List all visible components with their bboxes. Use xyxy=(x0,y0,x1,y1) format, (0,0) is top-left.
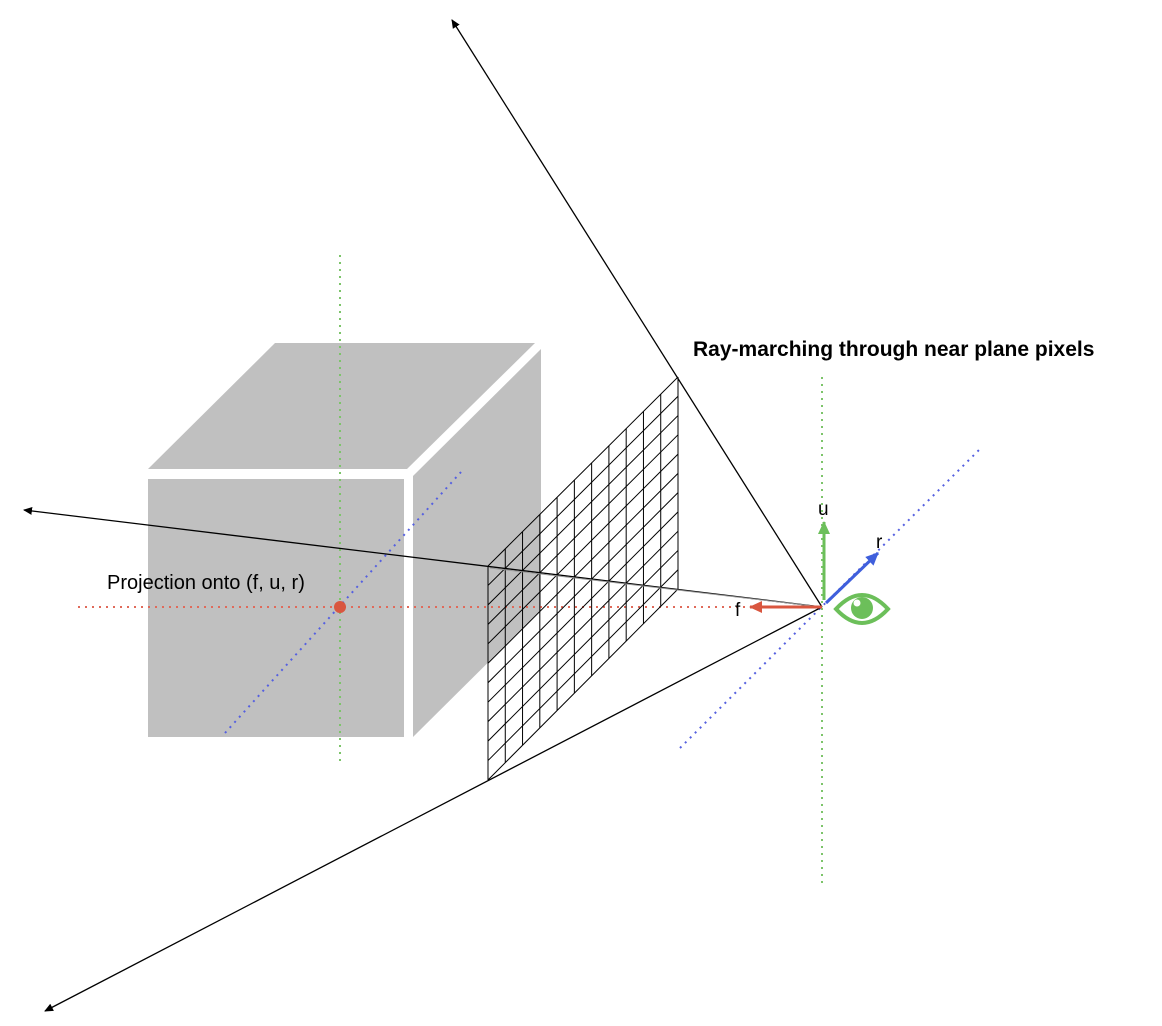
up-axis-label: u xyxy=(818,499,829,520)
projection-point xyxy=(334,601,346,613)
forward-axis-label: f xyxy=(735,600,741,621)
grid-row-line xyxy=(487,415,679,606)
grid-row-line xyxy=(487,588,679,781)
near-plane-grid xyxy=(487,376,679,781)
eye-diagonal-guide xyxy=(679,446,983,749)
frustum-left-ray xyxy=(23,506,823,608)
grid-row-line xyxy=(487,492,679,684)
frustum-bottom-ray xyxy=(44,606,823,1012)
grid-row-line xyxy=(487,569,679,761)
grid-row-line xyxy=(487,395,679,586)
grid-row-line xyxy=(487,550,679,742)
grid-row-line xyxy=(487,434,679,625)
cube-right-face xyxy=(413,349,541,737)
grid-row-line xyxy=(487,376,679,567)
right-vector xyxy=(824,551,880,605)
projection-label: Projection onto (f, u, r) xyxy=(107,572,305,594)
eye-icon xyxy=(833,593,891,625)
cube-top-face xyxy=(148,343,535,469)
grid-row-line xyxy=(487,530,679,722)
camera-basis xyxy=(749,521,880,613)
right-axis-label: r xyxy=(876,532,883,553)
grid-row-line xyxy=(487,511,679,703)
grid-row-line xyxy=(487,453,679,645)
frustum xyxy=(23,19,823,1012)
frustum-top-ray xyxy=(451,19,823,608)
grid-row-line xyxy=(487,473,679,664)
frustum-gray-ray xyxy=(489,567,823,608)
cube xyxy=(148,343,541,737)
diagram-title: Ray-marching through near plane pixels xyxy=(693,338,1095,361)
